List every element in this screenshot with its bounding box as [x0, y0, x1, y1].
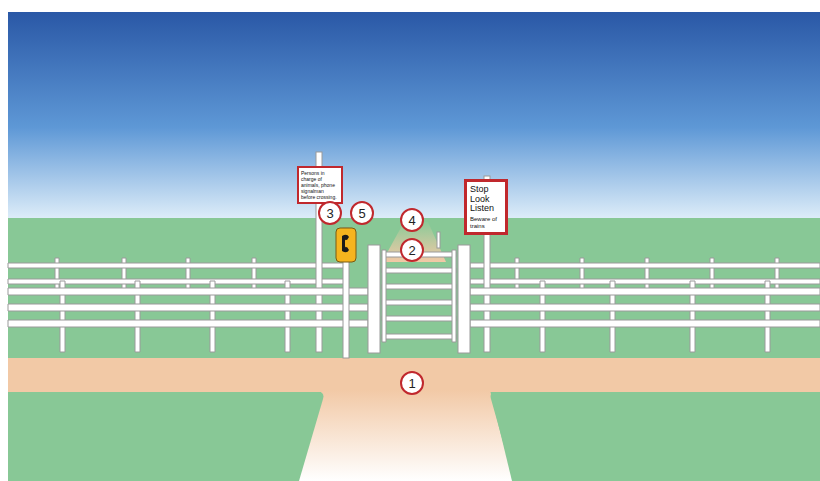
callout-circle: 1: [400, 371, 424, 395]
sign-text: Stop Look Listen: [470, 185, 502, 214]
sign-text: Persons in charge of animals, phone sign…: [301, 170, 339, 200]
grass-right: [491, 392, 820, 481]
sign-text: Beware of trains: [470, 216, 502, 229]
gate-bars: [382, 252, 456, 339]
gate-post: [368, 245, 380, 353]
gate-frame: [382, 250, 456, 342]
callout-circle: 3: [318, 201, 342, 225]
near-path: [292, 390, 512, 481]
sky: [8, 12, 820, 222]
callout-circle: 2: [400, 238, 424, 262]
gate-post: [458, 245, 470, 353]
warning-sign: Stop Look ListenBeware of trains: [464, 179, 508, 235]
callout-circle: 5: [350, 201, 374, 225]
warning-sign: Persons in charge of animals, phone sign…: [297, 166, 343, 204]
callout-number: 3: [326, 207, 333, 220]
phone-icon: [342, 235, 349, 253]
callout-number: 4: [408, 214, 415, 227]
grass-left: [8, 392, 323, 481]
callout-number: 5: [358, 207, 365, 220]
callout-number: 1: [408, 377, 415, 390]
telephone-box: [336, 228, 356, 262]
gate-latch-post: [437, 232, 440, 248]
field: [8, 218, 820, 481]
callout-circle: 4: [400, 208, 424, 232]
callout-number: 2: [408, 244, 415, 257]
